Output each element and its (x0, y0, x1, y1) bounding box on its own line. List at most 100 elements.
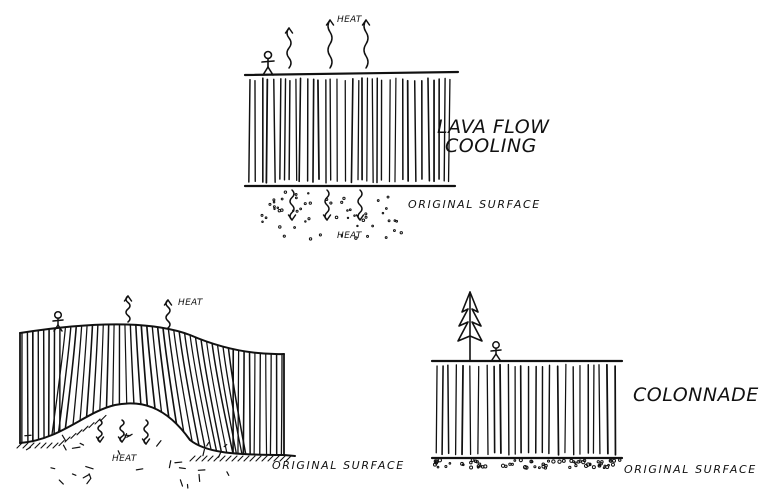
gravel-dot (552, 460, 555, 463)
speckle (283, 235, 285, 237)
speckle (347, 217, 348, 218)
gravel-dot (582, 461, 585, 464)
joint-line (125, 324, 128, 470)
gravel-dot (562, 459, 565, 462)
heat-arrow-up-head (363, 20, 370, 25)
joint-line (254, 348, 255, 470)
hatch-mark (220, 456, 225, 461)
hatch-mark (35, 443, 40, 448)
gravel-dot (597, 461, 599, 463)
hatch-mark (71, 433, 76, 438)
gravel-dot (575, 464, 577, 466)
joint-line (266, 350, 267, 470)
joint-line (313, 79, 314, 182)
gravel-dot (534, 466, 536, 468)
speckle (281, 209, 284, 212)
gravel-dot (613, 459, 616, 462)
gravel-dot (501, 464, 504, 467)
speckle (308, 218, 310, 220)
person-figure-br (491, 342, 501, 360)
speckle (309, 238, 311, 240)
heat-label-inside-bl: HEAT (112, 454, 138, 464)
speckle (319, 234, 321, 236)
speckle (357, 225, 358, 226)
joint-line (389, 80, 390, 182)
joint-line (599, 365, 600, 454)
heat-arrow-up (287, 28, 291, 68)
joint-line (372, 79, 373, 183)
hatch-mark (226, 456, 231, 461)
heat-arrow-down (358, 190, 362, 220)
speckle (362, 219, 365, 222)
joint-line (573, 367, 574, 455)
joint-line (367, 78, 368, 181)
rubble-mark (80, 443, 83, 445)
rubble-mark (169, 461, 170, 468)
columnar-joints-br (436, 364, 615, 455)
joint-line (284, 79, 285, 180)
joint-line (76, 327, 87, 470)
hatch-mark (196, 456, 201, 461)
joint-line (296, 79, 297, 180)
gravel-dot (584, 464, 587, 467)
gravel-dot (437, 466, 439, 468)
rubble-mark (72, 447, 80, 448)
joint-line (249, 80, 250, 182)
joint-line (250, 347, 251, 470)
joint-line (448, 365, 449, 453)
rubble-mark (72, 474, 75, 475)
heat-arrow-down (325, 190, 329, 220)
rubble-mark (175, 462, 182, 463)
speckle (365, 216, 367, 218)
joint-line (415, 81, 416, 181)
heat-arrow-up-head (327, 20, 334, 25)
speckle (294, 227, 296, 229)
hatch-mark (262, 456, 267, 461)
columnar-joints-bl (22, 323, 282, 470)
joint-line (428, 78, 429, 181)
speckle (354, 215, 356, 217)
speckle (296, 210, 298, 212)
gravel-dot (611, 463, 614, 466)
joint-line (462, 366, 463, 455)
gravel-dot (470, 461, 473, 464)
hatch-mark (47, 443, 52, 448)
gravel-dot (519, 459, 522, 462)
joint-line (136, 323, 146, 470)
rubble-mark (51, 468, 55, 469)
rubble-mark (87, 479, 91, 484)
joint-line (105, 325, 109, 470)
speckle (388, 220, 390, 222)
joint-line (500, 365, 501, 453)
heat-arrow-down-head (324, 215, 331, 220)
joint-line (280, 79, 281, 179)
heat-arrow-down-head (289, 215, 296, 220)
joint-line (330, 79, 331, 180)
joint-line (358, 81, 359, 180)
joint-line (260, 349, 261, 470)
joint-line (299, 78, 300, 181)
hatch-mark (89, 423, 94, 428)
joint-line (395, 78, 396, 182)
joint-line (351, 79, 352, 183)
hatch-mark (101, 415, 106, 420)
joint-line (549, 365, 550, 453)
speckle (349, 209, 351, 211)
joint-line (274, 79, 275, 182)
joint-line (141, 323, 152, 470)
joint-line (83, 326, 93, 470)
columnar-joints-top (249, 78, 450, 183)
gravel-dot (608, 464, 610, 466)
gravel-dot (601, 461, 603, 463)
rubble-mark (136, 469, 142, 470)
joint-line (318, 80, 319, 179)
rubble-mark (179, 468, 185, 469)
hatch-mark (41, 443, 46, 448)
label-original-surface-top: ORIGINAL SURFACE (408, 198, 541, 211)
panel-lava-flow-cooling: HEAT HEAT LAVA FLOW COOLING ORIGINAL SUR… (245, 15, 550, 241)
speckle (347, 210, 349, 212)
rubble-mark (83, 475, 89, 478)
person-figure (262, 52, 274, 76)
hatch-mark (53, 443, 58, 448)
